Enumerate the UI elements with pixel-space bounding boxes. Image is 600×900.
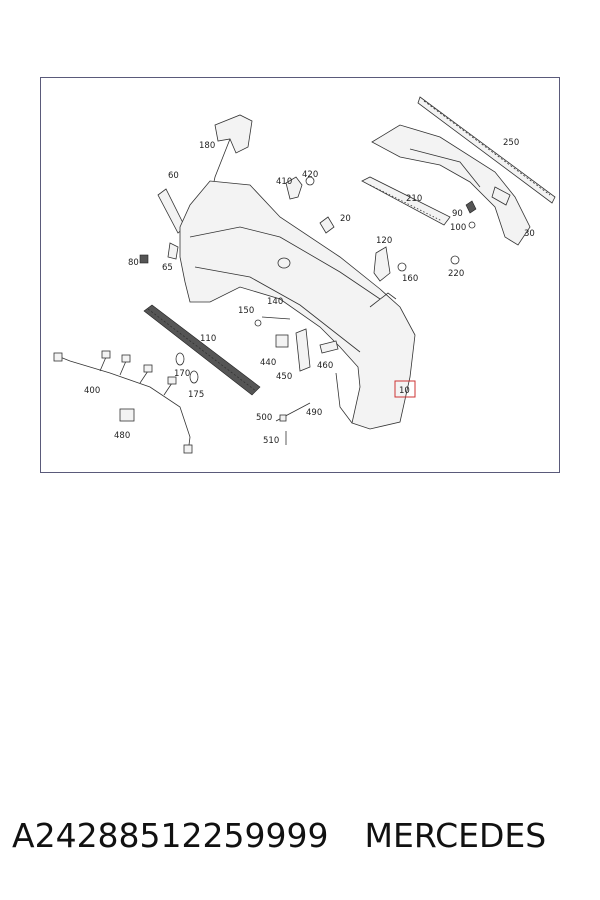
label-150: 150: [238, 306, 254, 316]
part-210-strip: [361, 176, 451, 226]
part-65: [167, 242, 179, 260]
part-500: [279, 414, 287, 422]
label-100: 100: [450, 223, 466, 233]
part-400-harness: [53, 350, 193, 454]
label-500: 500: [256, 413, 272, 423]
label-10: 10: [399, 386, 410, 396]
footer-caption: A24288512259999 MERCEDES: [12, 805, 592, 865]
part-number: A24288512259999: [12, 815, 329, 855]
label-420: 420: [302, 170, 318, 180]
label-120: 120: [376, 236, 392, 246]
part-10-bumper: [179, 180, 416, 430]
label-220: 220: [448, 269, 464, 279]
part-100: [468, 221, 476, 229]
part-160: [397, 262, 407, 272]
parts-diagram: 180 60 410 420 20 80 65 120 160 210 220 …: [40, 77, 560, 473]
label-90: 90: [452, 209, 463, 219]
label-180: 180: [199, 141, 215, 151]
small-parts: [119, 176, 477, 445]
part-450: [295, 328, 311, 372]
label-20: 20: [340, 214, 351, 224]
label-80: 80: [128, 258, 139, 268]
brand-name: MERCEDES: [364, 815, 547, 855]
part-250-diffuser: [371, 96, 556, 246]
label-170: 170: [174, 369, 190, 379]
label-160: 160: [402, 274, 418, 284]
label-410: 410: [276, 177, 292, 187]
part-440: [275, 334, 289, 348]
part-150: [254, 319, 262, 327]
part-90: [465, 200, 477, 214]
label-210: 210: [406, 194, 422, 204]
highlight-box-10: [394, 380, 416, 398]
label-440: 440: [260, 358, 276, 368]
part-170: [175, 352, 185, 366]
callout-labels: 180 60 410 420 20 80 65 120 160 210 220 …: [84, 138, 535, 446]
label-30: 30: [524, 229, 535, 239]
part-410: [285, 176, 303, 200]
label-510: 510: [263, 436, 279, 446]
label-490: 490: [306, 408, 322, 418]
diagram-canvas: 180 60 410 420 20 80 65 120 160 210 220 …: [40, 77, 560, 473]
part-420: [305, 176, 315, 186]
label-250: 250: [503, 138, 519, 148]
part-480: [119, 408, 135, 422]
label-140: 140: [267, 297, 283, 307]
label-480: 480: [114, 431, 130, 441]
part-20: [319, 216, 335, 234]
label-460: 460: [317, 361, 333, 371]
part-140: [261, 316, 291, 320]
part-220: [450, 255, 460, 265]
label-60: 60: [168, 171, 179, 181]
part-110-absorber: [143, 304, 261, 396]
label-450: 450: [276, 372, 292, 382]
part-120: [373, 246, 391, 282]
label-65: 65: [162, 263, 173, 273]
part-175: [189, 370, 199, 384]
label-110: 110: [200, 334, 216, 344]
label-400: 400: [84, 386, 100, 396]
label-175: 175: [188, 390, 204, 400]
part-80: [139, 254, 149, 264]
part-460: [319, 340, 339, 354]
